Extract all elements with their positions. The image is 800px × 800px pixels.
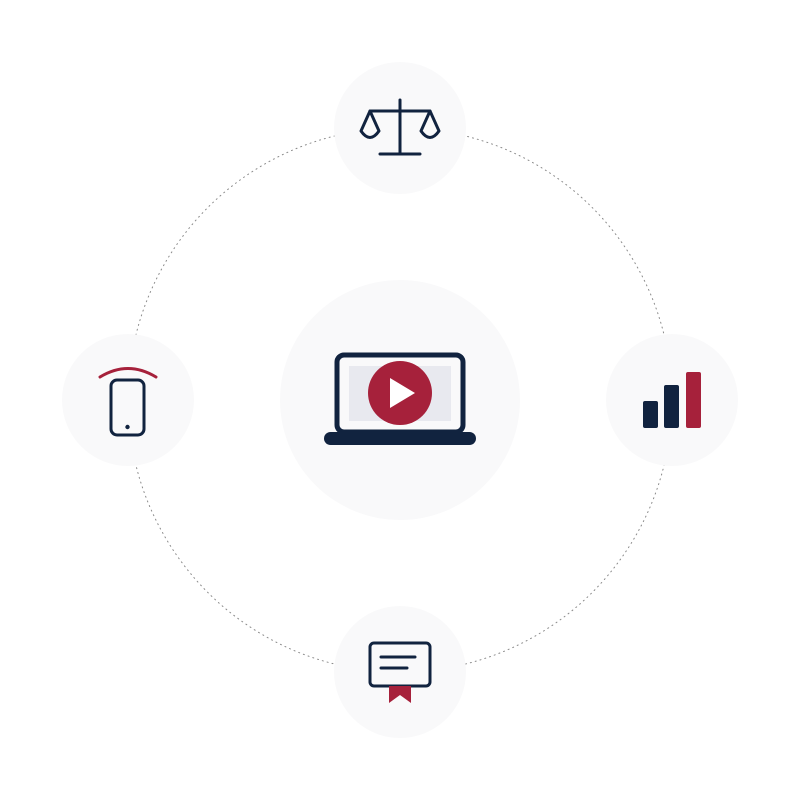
node-bar-chart	[606, 334, 738, 466]
mobile-phone-icon	[98, 367, 158, 437]
scales-icon	[359, 98, 441, 156]
node-mobile-phone	[62, 334, 194, 466]
certificate-icon	[368, 641, 432, 703]
node-certificate	[334, 606, 466, 738]
bar-chart-icon	[643, 372, 701, 428]
node-scales	[334, 62, 466, 194]
laptop-play-icon	[324, 352, 476, 445]
center-node	[280, 280, 520, 520]
